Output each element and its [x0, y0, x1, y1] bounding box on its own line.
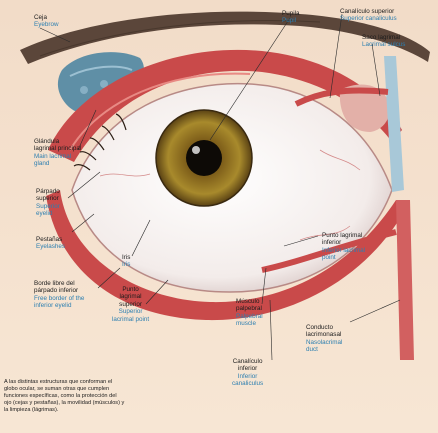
label-gland-es2: lagrimal principal	[34, 145, 81, 152]
label-pupil-en: Pupil	[282, 17, 300, 24]
label-superior-canaliculus: Canalículo superior Superior canaliculus	[340, 8, 397, 23]
label-eyelid-es1: Párpado	[36, 188, 60, 195]
label-superior-canaliculus-en: Superior canaliculus	[340, 15, 397, 22]
label-eyebrow-en: Eyebrow	[34, 21, 59, 28]
label-iris-es: Iris	[122, 254, 130, 261]
label-free-border-inferior-eyelid: Borde libre del párpado inferior Free bo…	[34, 280, 84, 310]
label-eyelid-en1: Superior	[36, 203, 60, 210]
label-duct-en1: Nasolacrimal	[306, 339, 342, 346]
label-eyelashes-en: Eyelashes	[36, 243, 65, 250]
caption: A las distintas estructuras que conforma…	[4, 379, 204, 414]
label-main-lacrimal-gland: Glándula lagrimal principal Main lacrima…	[34, 138, 81, 168]
label-border-es2: párpado inferior	[34, 287, 84, 294]
label-eyebrow-es: Ceja	[34, 14, 59, 21]
label-eyebrow: Ceja Eyebrow	[34, 14, 59, 29]
label-sup-point-es1: Punto	[112, 286, 149, 293]
label-inf-point-en1: Inferior lacrimal	[322, 247, 365, 254]
label-nasolacrimal-duct: Conducto lacrimonasal Nasolacrimal duct	[306, 324, 342, 354]
caption-line: A las distintas estructuras que conforma…	[4, 379, 204, 386]
label-inf-point-en2: point	[322, 254, 365, 261]
label-eyelid-es2: superior	[36, 195, 60, 202]
label-muscle-en1: Palpebral	[236, 313, 263, 320]
caption-line: globo ocular, se suman otras que cumplen	[4, 386, 204, 393]
caption-line: funciones específicas, como la protecció…	[4, 393, 204, 400]
label-sup-point-es2: lagrimal	[112, 293, 149, 300]
label-gland-en1: Main lacrimal	[34, 153, 81, 160]
label-lacrimal-sac-en: Lacrimal sulcus	[362, 41, 405, 48]
label-inferior-lacrimal-point: Punto lagrimal inferior Inferior lacrima…	[322, 232, 365, 262]
label-muscle-es1: Músculo	[236, 298, 263, 305]
label-iris: Iris Iris	[122, 254, 130, 269]
label-eyelid-en2: eyelid	[36, 210, 60, 217]
label-inf-canal-es2: inferior	[232, 365, 263, 372]
label-inf-point-es2: inferior	[322, 239, 365, 246]
label-lacrimal-sac: Saco lagrimal Lacrimal sulcus	[362, 34, 405, 49]
label-iris-en: Iris	[122, 261, 130, 268]
label-inf-canal-en1: Inferior	[232, 373, 263, 380]
caption-line: la limpieza (lágrimas).	[4, 407, 204, 414]
pupil-shape	[186, 140, 222, 176]
caption-line: ojo (cejas y pestañas), la movilidad (mú…	[4, 400, 204, 407]
label-gland-es1: Glándula	[34, 138, 81, 145]
label-duct-es1: Conducto	[306, 324, 342, 331]
label-inferior-canaliculus: Canalículo inferior Inferior canaliculus	[232, 358, 263, 388]
label-palpebral-muscle: Músculo palpebral Palpebral muscle	[236, 298, 263, 328]
label-pupil: Pupila Pupil	[282, 10, 300, 25]
label-inf-canal-es1: Canalículo	[232, 358, 263, 365]
label-duct-es2: lacrimonasal	[306, 331, 342, 338]
label-duct-en2: duct	[306, 346, 342, 353]
label-muscle-en2: muscle	[236, 320, 263, 327]
label-superior-eyelid: Párpado superior Superior eyelid	[36, 188, 60, 218]
label-lacrimal-sac-es: Saco lagrimal	[362, 34, 405, 41]
label-superior-lacrimal-point: Punto lagrimal superior Superior lacrima…	[112, 286, 149, 323]
label-eyelashes-es: Pestañas	[36, 236, 65, 243]
label-sup-point-en2: lacrimal point	[112, 316, 149, 323]
label-inf-canal-en2: canaliculus	[232, 380, 263, 387]
label-sup-point-es3: superior	[112, 301, 149, 308]
label-gland-en2: gland	[34, 160, 81, 167]
label-border-en2: inferior eyelid	[34, 302, 84, 309]
label-inf-point-es1: Punto lagrimal	[322, 232, 365, 239]
label-eyelashes: Pestañas Eyelashes	[36, 236, 65, 251]
label-border-es1: Borde libre del	[34, 280, 84, 287]
label-pupil-es: Pupila	[282, 10, 300, 17]
label-border-en1: Free border of the	[34, 295, 84, 302]
label-superior-canaliculus-es: Canalículo superior	[340, 8, 397, 15]
label-sup-point-en1: Superior	[112, 308, 149, 315]
label-muscle-es2: palpebral	[236, 305, 263, 312]
